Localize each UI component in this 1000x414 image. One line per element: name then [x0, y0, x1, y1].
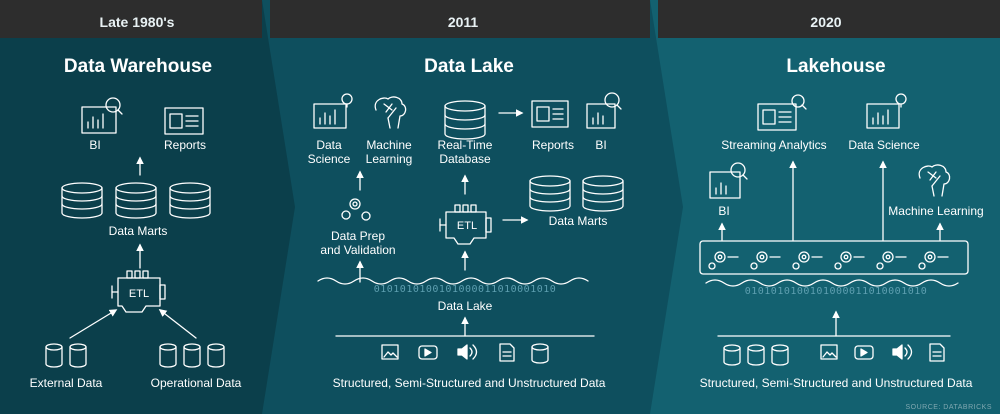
reports-icon — [164, 107, 204, 135]
lakehouse-bi-label: BI — [718, 204, 730, 218]
lake-bi-chart-icon — [586, 92, 622, 129]
lake-etl-label: ETL — [456, 220, 478, 232]
header-band-lake — [270, 0, 650, 38]
pipeline-gears-icons — [708, 251, 949, 270]
warehouse-reports-label: Reports — [163, 138, 207, 152]
real-time-database-icon — [444, 100, 486, 140]
lake-sources-label: Structured, Semi-Structured and Unstruct… — [332, 376, 606, 390]
lake-data-marts-label: Data Marts — [548, 214, 608, 228]
lake-data-prep-label: Data Prep and Validation — [320, 229, 396, 257]
lake-bi-label: BI — [595, 138, 607, 152]
data-mart-db-icons — [61, 182, 211, 219]
lakehouse-source-icons — [723, 343, 945, 366]
era-label-warehouse: Late 1980's — [99, 14, 175, 30]
lake-wave-line — [317, 277, 589, 285]
lake-data-science-label: Data Science — [307, 138, 351, 166]
lake-data-lake-label: Data Lake — [437, 299, 493, 313]
warehouse-etl-label: ETL — [128, 288, 150, 300]
lakehouse-data-science-label: Data Science — [848, 138, 920, 152]
panel-lake — [262, 0, 688, 414]
header-band-lakehouse — [658, 0, 1000, 38]
era-label-lakehouse: 2020 — [810, 14, 842, 30]
lakehouse-pipeline-band — [699, 240, 969, 275]
lakehouse-title: Lakehouse — [786, 56, 886, 77]
lake-source-icons — [381, 343, 549, 364]
warehouse-bi-label: BI — [89, 138, 101, 152]
panel-lakehouse — [650, 0, 1000, 414]
external-data-label: External Data — [29, 376, 103, 390]
lake-reports-icon — [531, 100, 569, 128]
warehouse-title: Data Warehouse — [63, 56, 213, 77]
lake-reports-label: Reports — [531, 138, 575, 152]
machine-learning-brain-icon — [374, 96, 407, 129]
era-label-lake: 2011 — [447, 14, 479, 30]
source-credit: SOURCE: DATABRICKS — [905, 404, 992, 411]
lakehouse-binary-stream: 0101010100101000011010001010 — [744, 286, 928, 297]
lake-etl-engine-icon — [439, 204, 492, 245]
lake-data-mart-db-icons — [529, 175, 624, 212]
lakehouse-sources-label: Structured, Semi-Structured and Unstruct… — [699, 376, 973, 390]
lake-real-time-database-label: Real-Time Database — [437, 138, 493, 166]
lakehouse-bi-icon — [709, 162, 748, 199]
lakehouse-machine-learning-label: Machine Learning — [888, 204, 984, 218]
streaming-analytics-icon — [757, 94, 807, 131]
header-band-warehouse — [0, 0, 262, 38]
external-data-db-icons — [45, 343, 87, 368]
lakehouse-data-science-icon — [866, 93, 907, 129]
lakehouse-wave-line — [705, 279, 959, 287]
warehouse-data-marts-label: Data Marts — [108, 224, 168, 238]
lakehouse-machine-learning-icon — [918, 164, 951, 197]
etl-engine-icon — [111, 270, 166, 313]
data-science-chart-icon — [313, 93, 353, 129]
lake-binary-stream: 0101010100101000011010001010 — [373, 284, 557, 295]
data-prep-gears-icon — [341, 198, 371, 221]
streaming-analytics-label: Streaming Analytics — [721, 138, 827, 152]
bi-chart-icon — [81, 97, 123, 134]
lake-title: Data Lake — [424, 56, 514, 77]
lake-machine-learning-label: Machine Learning — [365, 138, 413, 166]
operational-data-label: Operational Data — [150, 376, 242, 390]
operational-data-db-icons — [159, 343, 225, 368]
